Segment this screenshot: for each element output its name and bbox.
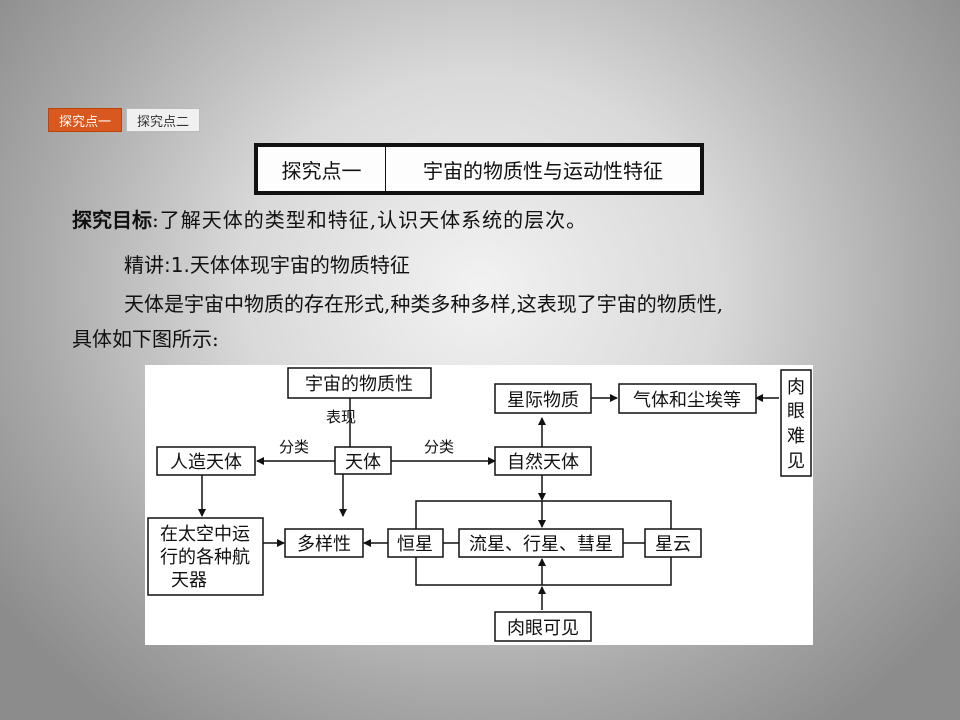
- label-invisible-3: 难: [787, 426, 805, 447]
- box-spacecraft: [147, 517, 264, 596]
- inquiry-goal-text: :了解天体的类型和特征,认识天体系统的层次。: [152, 208, 588, 232]
- label-tianti: 天体: [345, 452, 381, 473]
- label-meteor-planet-comet: 流星、行星、彗星: [469, 534, 613, 555]
- label-invisible-2: 眼: [787, 401, 805, 422]
- diagram-labels: 宇宙的物质性 天体 人造天体 在太空中运 行的各种航 天器 多样性 自然天体 星…: [160, 374, 805, 639]
- label-nebula: 星云: [655, 534, 691, 555]
- box-material: [287, 367, 432, 399]
- box-nebula: [644, 528, 702, 558]
- label-gas-dust: 气体和尘埃等: [633, 390, 741, 411]
- label-interstellar: 星际物质: [507, 390, 579, 411]
- label-diversity: 多样性: [297, 534, 351, 555]
- tab-bar: 探究点一 探究点二: [48, 108, 201, 132]
- paragraph-line-2: 具体如下图所示:: [72, 327, 219, 351]
- tab-inquiry-point-1[interactable]: 探究点一: [48, 108, 123, 132]
- diagram-svg: 宇宙的物质性 天体 人造天体 在太空中运 行的各种航 天器 多样性 自然天体 星…: [147, 367, 812, 642]
- label-visible: 肉眼可见: [507, 618, 579, 639]
- label-invisible-4: 见: [787, 451, 805, 472]
- box-star: [387, 528, 444, 558]
- box-visible: [494, 611, 592, 642]
- box-artificial: [156, 446, 256, 476]
- section-title-text: 宇宙的物质性与运动性特征: [423, 158, 663, 183]
- edge-label-classify-right: 分类: [424, 438, 454, 456]
- label-spacecraft-2: 行的各种航: [160, 547, 250, 568]
- section-title-box: 探究点一 宇宙的物质性与运动性特征: [254, 143, 704, 195]
- label-material: 宇宙的物质性: [305, 374, 413, 395]
- box-tianti: [334, 446, 392, 475]
- section-title-label: 探究点一: [258, 147, 386, 191]
- paragraph-line-1: 天体是宇宙中物质的存在形式,种类多种多样,这表现了宇宙的物质性,: [124, 292, 724, 316]
- label-star: 恒星: [397, 534, 433, 555]
- box-diversity: [284, 528, 364, 558]
- diagram-edge-labels: 表现 分类 分类: [279, 408, 454, 456]
- label-spacecraft-1: 在太空中运: [160, 524, 250, 545]
- diagram-boxes: [147, 367, 812, 642]
- bracket-top: [415, 500, 672, 529]
- box-interstellar: [494, 383, 592, 414]
- bracket-bottom: [415, 557, 672, 586]
- label-spacecraft-3: 天器: [171, 570, 207, 591]
- edge-label-classify-left: 分类: [279, 438, 309, 456]
- celestial-body-diagram: 宇宙的物质性 天体 人造天体 在太空中运 行的各种航 天器 多样性 自然天体 星…: [145, 365, 813, 645]
- label-natural: 自然天体: [507, 452, 579, 473]
- label-artificial: 人造天体: [170, 452, 242, 473]
- lecture-heading: 精讲:1.天体体现宇宙的物质特征: [124, 253, 410, 277]
- label-invisible-1: 肉: [787, 377, 805, 398]
- inquiry-goal-label: 探究目标: [72, 208, 152, 232]
- edge-label-express: 表现: [326, 408, 356, 426]
- inquiry-goal: 探究目标:了解天体的类型和特征,认识天体系统的层次。: [72, 204, 587, 233]
- box-meteor: [458, 528, 624, 558]
- box-invisible: [780, 369, 812, 477]
- box-natural: [494, 446, 592, 476]
- box-gas-dust: [618, 383, 757, 414]
- tab-inquiry-point-2[interactable]: 探究点二: [126, 108, 201, 132]
- diagram-connectors: [198, 394, 779, 610]
